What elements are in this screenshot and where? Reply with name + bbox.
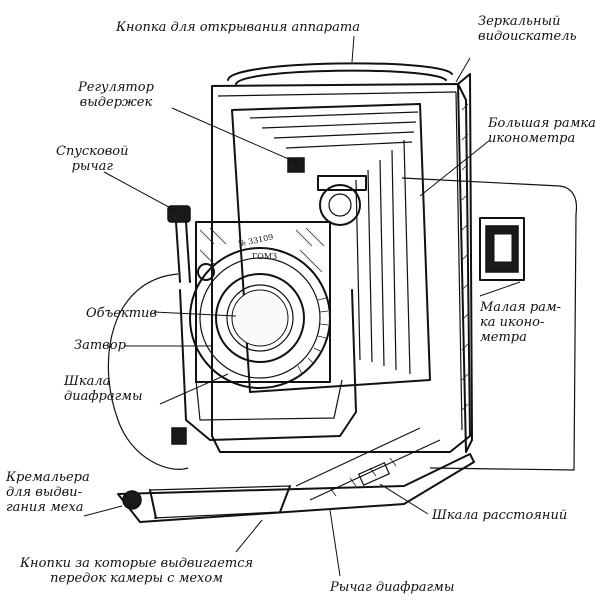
release-lever	[167, 205, 215, 283]
label-mirror-finder: Зеркальный видоискатель	[478, 14, 577, 44]
bellows	[231, 103, 431, 393]
label-shutter-speed-regulator: Регулятор выдержек	[78, 80, 154, 110]
leader-lines	[83, 35, 521, 577]
label-shutter: Затвор	[74, 338, 126, 353]
label-large-iconometer-frame: Большая рамка иконометра	[488, 116, 596, 146]
mirror-viewfinder	[317, 175, 367, 226]
label-front-buttons: Кнопки за которые выдвигается передок ка…	[20, 556, 254, 586]
front-arms	[171, 289, 357, 445]
label-rack: Кремальера для выдви- гания меха	[6, 470, 90, 515]
cable-release	[107, 273, 189, 470]
front-standard	[195, 221, 331, 383]
label-release-lever: Спусковой рычаг	[56, 144, 129, 174]
label-aperture-scale: Шкала диафрагмы	[64, 374, 143, 404]
lens-plate-brand: ГОМЗ	[252, 252, 278, 261]
label-open-button: Кнопка для открывания аппарата	[116, 20, 360, 35]
bed	[117, 427, 475, 523]
carrying-handle	[227, 62, 453, 85]
lens-glass	[231, 289, 289, 347]
speed-regulator-knob	[287, 157, 305, 173]
label-lens: Объектив	[86, 306, 157, 321]
small-iconometer-frame	[479, 217, 525, 281]
shutter-assembly	[189, 247, 331, 389]
label-distance-scale: Шкала расстояний	[432, 508, 568, 523]
rack-knob	[122, 490, 142, 510]
label-aperture-lever: Рычаг диафрагмы	[330, 580, 455, 595]
large-iconometer-frame	[401, 177, 578, 471]
label-small-iconometer-frame: Малая рам- ка иконо- метра	[480, 300, 562, 345]
camera-body	[211, 73, 473, 453]
